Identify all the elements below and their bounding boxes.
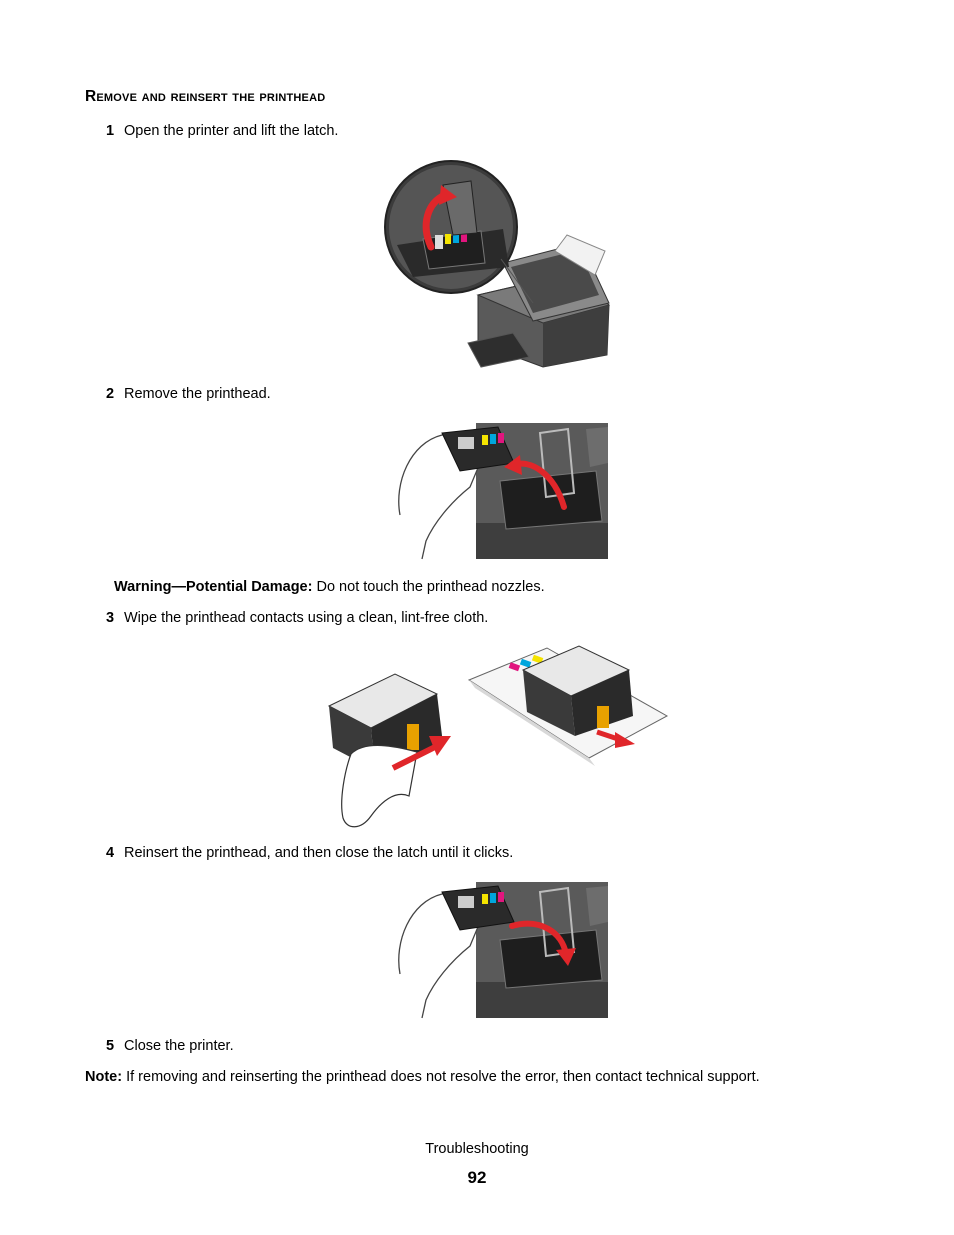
- step-text: Remove the printhead.: [124, 386, 271, 402]
- step-text: Close the printer.: [124, 1038, 234, 1054]
- step-4: 4 Reinsert the printhead, and then close …: [106, 845, 513, 861]
- warning-text: Do not touch the printhead nozzles.: [312, 579, 545, 595]
- note-label: Note:: [85, 1069, 123, 1085]
- step-number: 4: [106, 845, 115, 861]
- warning-label: Warning—Potential Damage:: [114, 579, 313, 595]
- step-5: 5 Close the printer.: [106, 1038, 234, 1054]
- section-heading: Remove and reinsert the printhead: [85, 88, 326, 105]
- figure-remove-printhead: [390, 423, 610, 561]
- figure-wipe-contacts: [325, 640, 670, 832]
- step-3: 3 Wipe the printhead contacts using a cle…: [106, 610, 488, 626]
- step-number: 5: [106, 1038, 115, 1054]
- step-text: Reinsert the printhead, and then close t…: [124, 845, 514, 861]
- page-number: 92: [467, 1168, 487, 1187]
- step-number: 1: [106, 123, 115, 139]
- note-text: If removing and reinserting the printhea…: [122, 1069, 760, 1085]
- step-number: 2: [106, 386, 115, 402]
- note: Note: If removing and reinserting the pr…: [85, 1069, 760, 1085]
- step-number: 3: [106, 610, 115, 626]
- warning-note: Warning—Potential Damage: Do not touch t…: [114, 579, 545, 595]
- figure-reinsert-printhead: [390, 882, 610, 1020]
- step-text: Open the printer and lift the latch.: [124, 123, 339, 139]
- step-text: Wipe the printhead contacts using a clea…: [124, 610, 489, 626]
- figure-open-printer-lift-latch: [383, 155, 613, 375]
- step-1: 1 Open the printer and lift the latch.: [106, 123, 338, 139]
- footer-section-name: Troubleshooting: [425, 1141, 529, 1157]
- step-2: 2 Remove the printhead.: [106, 386, 271, 402]
